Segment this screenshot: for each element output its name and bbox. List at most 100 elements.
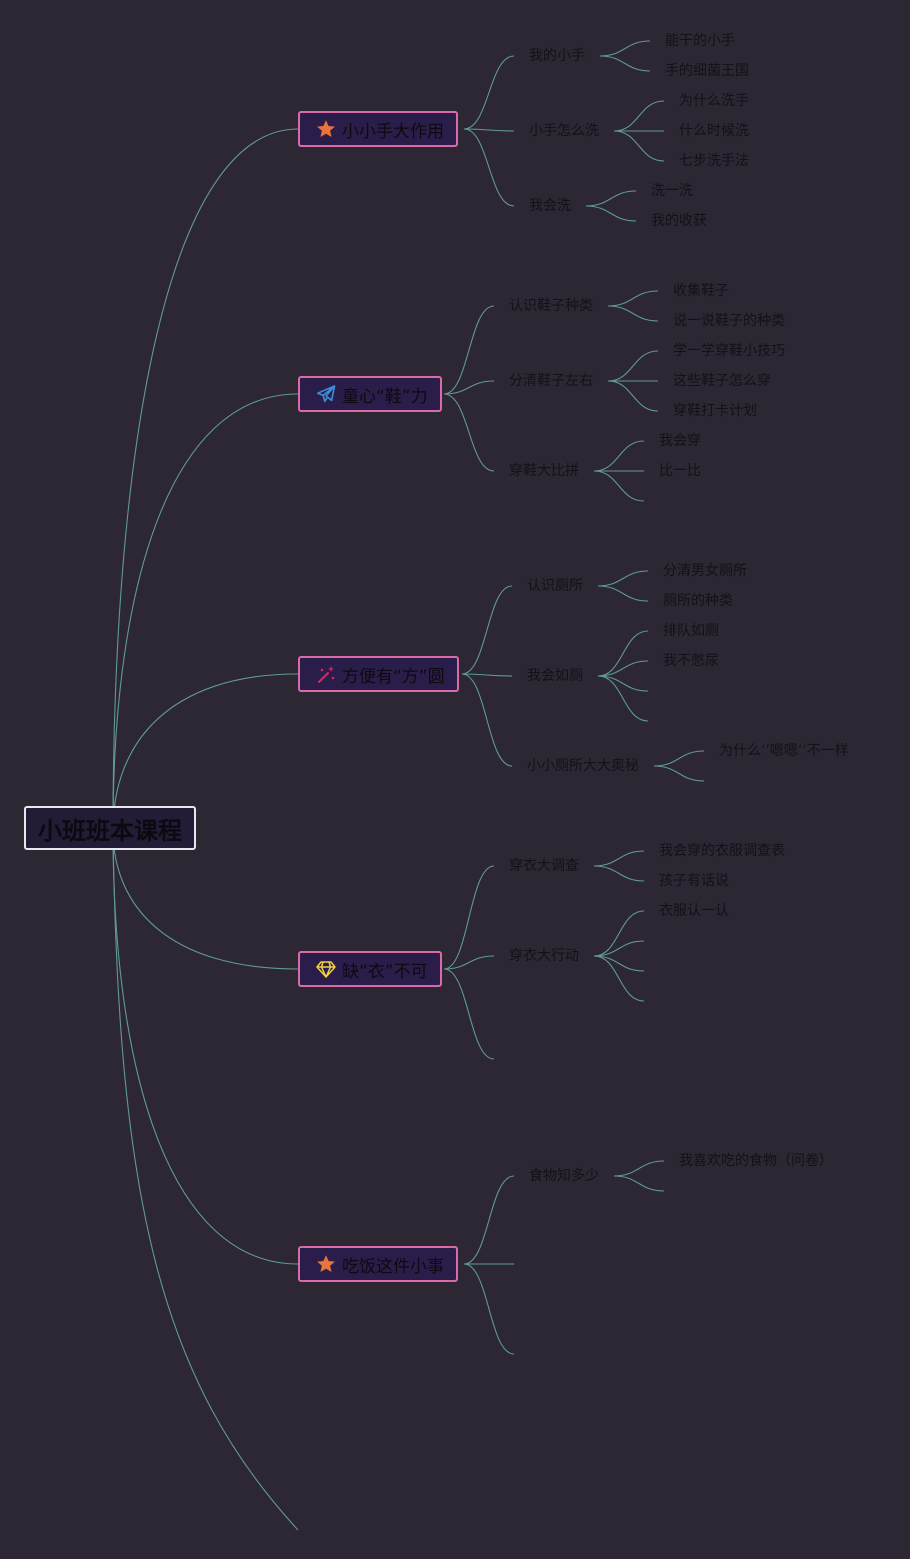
connector-line [597,570,649,587]
connector-line [112,829,299,1265]
branch-label: 童心“鞋”力 [342,386,428,407]
connector-line [653,765,705,782]
paper-plane-icon [316,384,336,404]
subtopic-label[interactable]: 这些鞋子怎么穿 [673,373,771,389]
branch-node-eating[interactable]: 吃饭这件小事 [298,1246,458,1282]
connector-line [597,675,649,722]
connector-line [597,660,649,677]
subtopic-label[interactable]: 学一学穿鞋小技巧 [673,343,785,359]
subtopic-label[interactable]: 七步洗手法 [679,153,749,169]
topic-label[interactable]: 食物知多少 [529,1168,599,1184]
branch-label: 方便有“方”圆 [342,666,445,687]
subtopic-label[interactable]: 洗一洗 [651,183,693,199]
branch-label: 吃饭这件小事 [342,1256,444,1277]
branch-node-toilet[interactable]: 方便有“方”圆 [298,656,459,692]
topic-label[interactable]: 分清鞋子左右 [509,373,593,389]
topic-label[interactable]: 小手怎么洗 [529,123,599,139]
connector-line [593,440,645,472]
connector-line [599,55,651,72]
branch-label: 缺“衣”不可 [342,961,428,982]
subtopic-label[interactable]: 说一说鞋子的种类 [673,313,785,329]
branch-label: 小小手大作用 [342,121,444,142]
connector-line [463,128,515,207]
connector-line [461,673,513,677]
topic-label[interactable]: 我会洗 [529,198,571,214]
connector-line [463,1175,515,1265]
connector-line [653,750,705,767]
topic-label[interactable]: 认识鞋子种类 [509,298,593,314]
connector-line [597,585,649,602]
branch-node-clothes[interactable]: 缺“衣”不可 [298,951,442,987]
subtopic-label[interactable]: 我的收获 [651,213,707,229]
subtopic-label[interactable]: 收集鞋子 [673,283,729,299]
connector-line [112,128,299,831]
subtopic-label[interactable]: 为什么洗手 [679,93,749,109]
connector-line [607,290,659,307]
star-icon [316,1254,336,1274]
connector-line [443,380,495,395]
connector-line [593,850,645,867]
subtopic-label[interactable]: 为什么‘’嗯嗯‘’不一样 [719,743,849,759]
connector-line [613,130,665,162]
connector-line [593,955,645,1002]
root-label: 小班班本课程 [38,816,182,845]
connector-line [593,955,645,972]
magic-wand-icon [316,664,336,684]
subtopic-label[interactable]: 我会穿 [659,433,701,449]
subtopic-label[interactable]: 穿鞋打卡计划 [673,403,757,419]
connector-line [112,829,299,970]
subtopic-label[interactable]: 能干的小手 [665,33,735,49]
connector-line [443,955,495,970]
connector-line [443,968,495,1060]
connector-line [607,305,659,322]
subtopic-label[interactable]: 衣服认一认 [659,903,729,919]
connector-line [112,673,299,831]
connector-line [613,1175,665,1192]
connector-line [112,393,299,831]
connector-line [613,1160,665,1177]
subtopic-label[interactable]: 我会穿的衣服调查表 [659,843,785,859]
root-node[interactable]: 小班班本课程 [24,806,196,850]
connector-line [613,100,665,132]
topic-label[interactable]: 穿鞋大比拼 [509,463,579,479]
connector-line [593,470,645,502]
topic-label[interactable]: 穿衣大行动 [509,948,579,964]
connector-line [463,128,515,132]
subtopic-label[interactable]: 手的细菌王国 [665,63,749,79]
connector-line [593,910,645,957]
connector-line [597,630,649,677]
subtopic-label[interactable]: 分清男女厕所 [663,563,747,579]
connector-line [443,305,495,395]
diamond-icon [316,959,336,979]
connector-line [599,40,651,57]
connector-line [585,190,637,207]
subtopic-label[interactable]: 厕所的种类 [663,593,733,609]
topic-label[interactable]: 认识厕所 [527,578,583,594]
branch-node-hands[interactable]: 小小手大作用 [298,111,458,147]
subtopic-label[interactable]: 我不憋尿 [663,653,719,669]
connector-line [461,673,513,767]
subtopic-label[interactable]: 我喜欢吃的食物（问卷） [679,1153,833,1169]
connector-line [607,380,659,412]
connector-line [461,585,513,675]
subtopic-label[interactable]: 孩子有话说 [659,873,729,889]
connector-line [593,940,645,957]
connector-line [443,865,495,970]
star-icon [316,119,336,139]
topic-label[interactable]: 小小厕所大大奥秘 [527,758,639,774]
connector-line [597,675,649,692]
subtopic-label[interactable]: 什么时候洗 [679,123,749,139]
subtopic-label[interactable]: 排队如厕 [663,623,719,639]
connector-line [112,829,299,1531]
topic-label[interactable]: 我的小手 [529,48,585,64]
connector-line [463,55,515,130]
topic-label[interactable]: 穿衣大调查 [509,858,579,874]
connector-line [607,350,659,382]
subtopic-label[interactable]: 比一比 [659,463,701,479]
topic-label[interactable]: 我会如厕 [527,668,583,684]
branch-node-shoes[interactable]: 童心“鞋”力 [298,376,442,412]
connector-line [593,865,645,882]
connector-line [443,393,495,472]
